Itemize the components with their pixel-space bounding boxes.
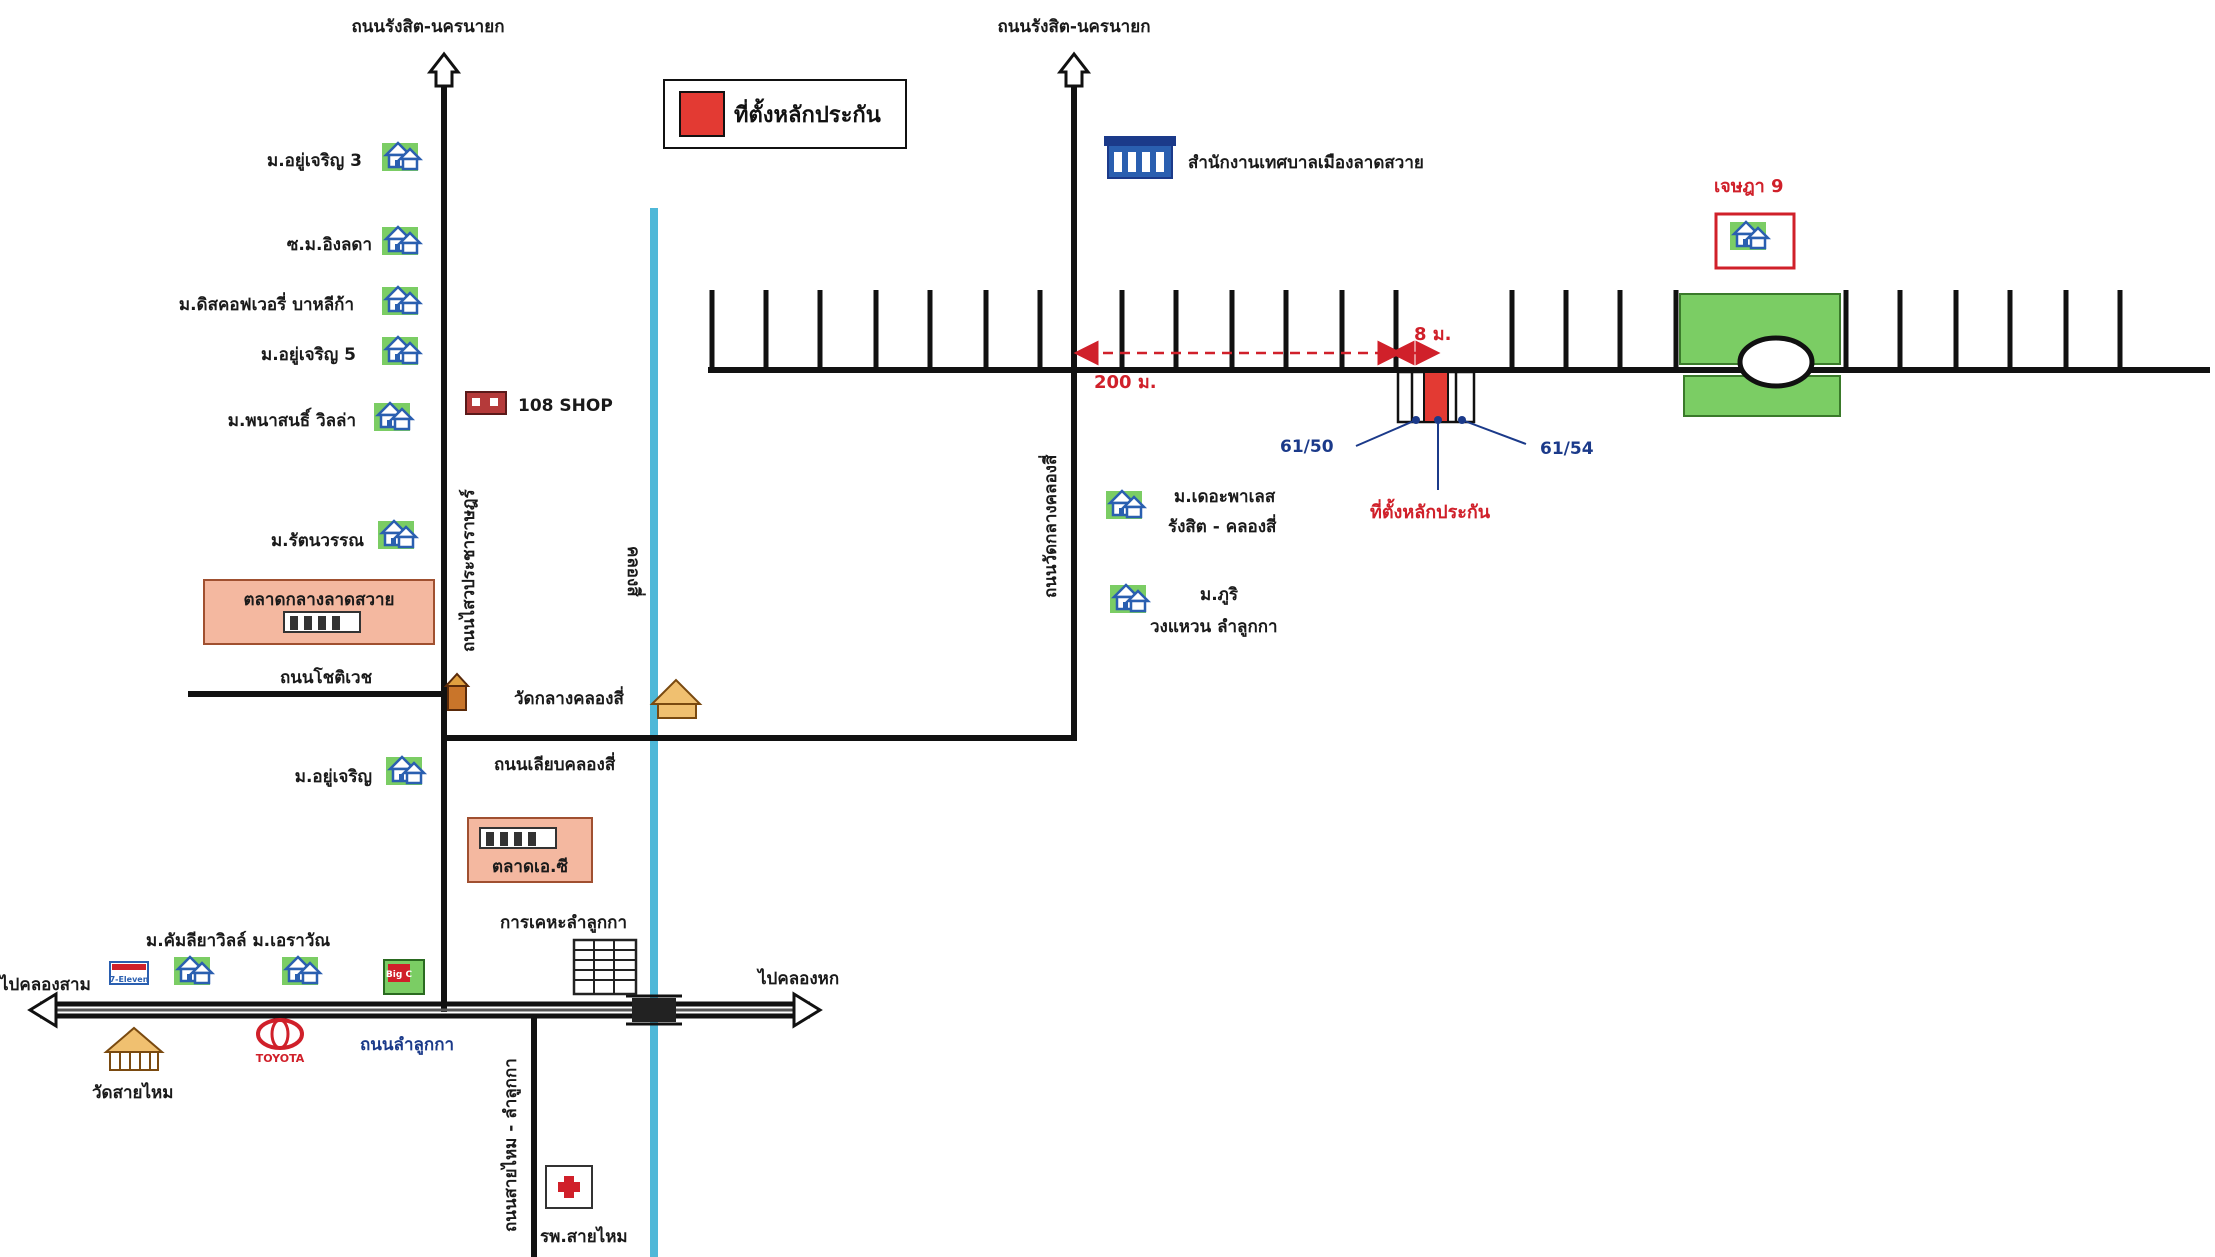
toyota-icon [256,1018,304,1050]
list-item: ม.รัตนวรรณ [271,519,418,551]
up-arrow-icon [426,51,462,88]
ac-market: ตลาดเอ.ซี [467,817,593,883]
seven-eleven-label: 7-Eleven [110,975,149,984]
collateral-label: ที่ตั้งหลักประกัน [1370,498,1491,523]
village-label: ม.รัตนวรรณ [271,531,364,551]
village-label: ม.อยู่เจริญ [295,767,372,788]
canal-label: คลองสี่ [623,546,646,597]
direction-to-khlong-hok: ไปคลองหก [756,968,839,989]
house-icon [172,955,214,987]
lat-sawai-market-label: ตลาดกลางลาดสวาย [243,590,394,610]
municipal-office: สำนักงานเทศบาลเมืองลาดสวาย [1104,136,1424,179]
apartment-building-icon [572,938,638,996]
road-label-wat-klang-khlong-si: ถนนวัดกลางคลองสี่ [1038,454,1061,598]
house-icon [376,519,418,551]
chetsada-house [1714,212,1796,270]
wat-sai-mai-label: วัดสายไหม [92,1082,173,1103]
road-label-rangsit-nakhonnayok-left: ถนนรังสิต-นครนายก [352,17,505,37]
chetsada-label: เจษฎา 9 [1714,176,1784,197]
bridge-icon [632,998,676,1022]
road-label-rangsit-nakhonnayok-right: ถนนรังสิต-นครนายก [998,17,1151,37]
toyota-logo: TOYOTA [256,1018,305,1065]
temple-icon [649,678,703,719]
list-item: ม.อยู่เจริญ 3 [267,141,422,173]
list-item: ซ.ม.อิงลดา [287,225,422,257]
house-icon [384,755,426,787]
house-icon [1108,583,1150,615]
road-label-saimai-lamlukka: ถนนสายไหม - ลำลูกกา [500,1058,522,1232]
roundabout-icon [1737,335,1815,389]
arrow-left-icon [27,991,58,1029]
shop-icon [465,391,507,415]
distance-200m-label: 200 ม. [1094,372,1157,393]
list-item: ม.อยู่เจริญ 5 [261,335,422,367]
shop-108: 108 SHOP [465,391,613,416]
road-label-lam-luk-ka: ถนนลำลูกกา [360,1035,454,1056]
shop-108-label: 108 SHOP [518,396,613,416]
lat-sawai-market: ตลาดกลางลาดสวาย [203,579,435,645]
shrine-icon [443,672,471,711]
the-palace-label: ม.เดอะพาเลส [1174,487,1276,507]
collateral-swatch [679,91,725,137]
plot-left-number: 61/50 [1280,437,1334,457]
house-icon [380,225,422,257]
wat-sai-mai: วัดสายไหม [92,1026,173,1103]
market-building-icon [479,827,557,849]
ac-market-label: ตลาดเอ.ซี [492,856,569,877]
phuri-sub-label: วงแหวน ลำลูกกา [1150,617,1278,638]
big-c-sign: Big C [383,959,425,995]
collateral-plot [1396,370,1476,424]
housing-authority: การเคหะลำลูกกา [500,913,638,996]
market-building-icon [283,611,361,633]
municipal-office-label: สำนักงานเทศบาลเมืองลาดสวาย [1188,152,1424,173]
direction-to-khlong-sam: ไปคลองสาม [0,974,91,995]
up-arrow-icon [1056,51,1092,88]
village-label: ม.อยู่เจริญ 3 [267,151,362,172]
toyota-label: TOYOTA [256,1052,305,1065]
list-item: ม.อยู่เจริญ [295,755,426,788]
house-icon [380,335,422,367]
house-icon [1728,220,1770,252]
kanmani-village-label: ม.คัมลียาวิลล์ ม.เอราวัณ [146,930,330,951]
house-icon [280,955,322,987]
list-item: ม.พนาสนธิ์ วิลล่า [228,401,414,433]
phuri-label: ม.ภูริ [1200,585,1239,606]
temple-icon [103,1026,165,1071]
collateral-marker [1423,371,1449,423]
house-icon [1104,489,1146,521]
legend: ที่ตั้งหลักประกัน [663,79,907,149]
village-label: ม.ดิสคอฟเวอรี่ บาหลีก้า [179,292,354,315]
legend-label: ที่ตั้งหลักประกัน [734,98,881,128]
house-icon [380,285,422,317]
list-item: ม.ดิสคอฟเวอรี่ บาหลีก้า [179,285,422,317]
village-label: ม.พนาสนธิ์ วิลล่า [228,407,356,431]
village-label: ซ.ม.อิงลดา [287,235,372,255]
seven-eleven-sign: 7-Eleven [109,961,149,985]
wat-klang-khlong-si-label: วัดกลางคลองสี่ [514,686,624,709]
house-icon [380,141,422,173]
village-label: ม.อยู่เจริญ 5 [261,345,356,366]
big-c-label: Big C [386,970,413,980]
road-label-saiprachatham: ถนนไสวประชาราษฎร์ [458,489,479,652]
plot-right-number: 61/54 [1540,439,1594,459]
wat-klang-khlong-si: วัดกลางคลองสี่ [514,678,703,719]
road-label-liap-khlong-si: ถนนเลียบคลองสี่ [494,752,616,775]
road-label-chotiwet: ถนนโชติเวช [280,667,373,688]
housing-authority-label: การเคหะลำลูกกา [500,913,627,934]
saimai-hospital: รพ.สายไหม [540,1165,628,1247]
house-icon [372,401,414,433]
saimai-hospital-label: รพ.สายไหม [540,1226,628,1247]
roundabout-park [1679,293,1841,417]
distance-8m-label: 8 ม. [1414,324,1452,345]
the-palace-sub-label: รังสิต - คลองสี่ [1168,514,1277,537]
arrow-right-icon [792,991,823,1029]
